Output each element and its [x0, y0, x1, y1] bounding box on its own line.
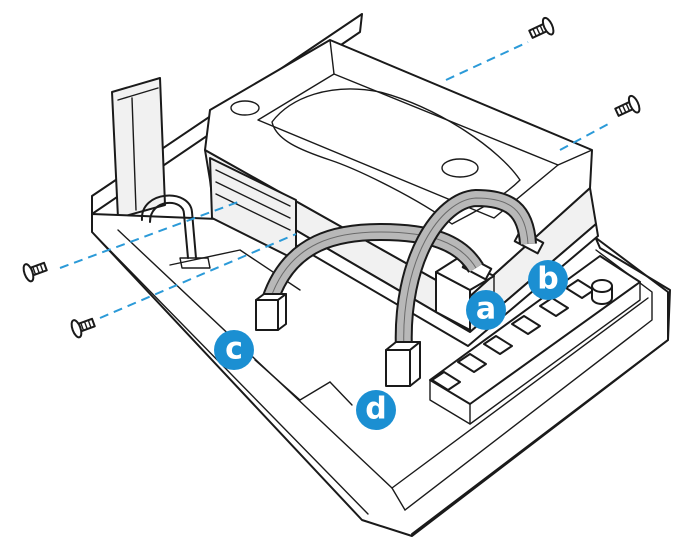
screw-icon: [614, 94, 641, 117]
callout-d-label: d: [365, 392, 386, 427]
callout-a: a: [466, 290, 506, 330]
header-slots: [431, 279, 595, 391]
callout-d: d: [356, 390, 396, 430]
connector-d: [385, 341, 421, 387]
callout-a-circle: [466, 290, 506, 330]
callout-b-label: b: [537, 262, 558, 297]
capacitor: [591, 279, 613, 305]
drive-cage: [111, 77, 166, 219]
screw-icon: [70, 317, 96, 339]
sata-cable: [261, 188, 537, 351]
screw-icon: [528, 16, 555, 39]
hard-drive: [204, 39, 599, 347]
callout-c-circle: [214, 330, 254, 370]
callout-a-label: a: [476, 292, 496, 327]
screw-icon: [22, 261, 48, 283]
screw-guide-lines: [59, 41, 613, 319]
callout-c-label: c: [225, 332, 243, 367]
callout-b-circle: [528, 260, 568, 300]
callout-c: c: [214, 330, 254, 370]
callout-d-circle: [356, 390, 396, 430]
connector-c: [255, 293, 287, 331]
callout-b: b: [528, 260, 568, 300]
